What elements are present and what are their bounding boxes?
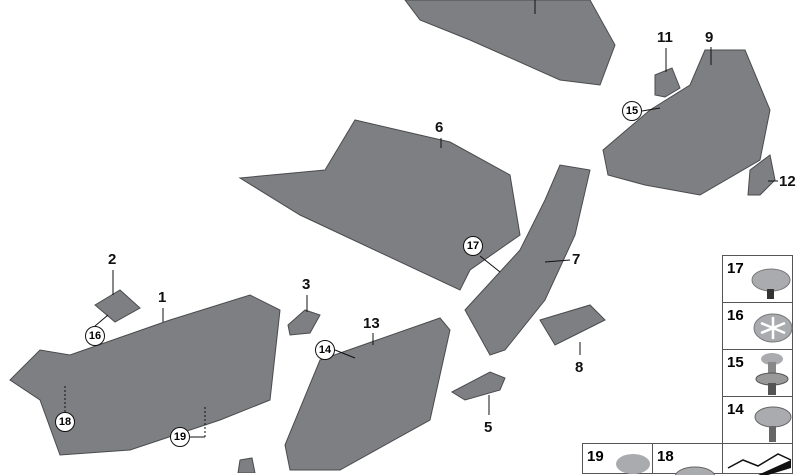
fastener-14[interactable]: 14	[722, 396, 793, 444]
part-5[interactable]	[450, 371, 506, 401]
label-8: 8	[575, 359, 584, 376]
label-5: 5	[484, 419, 493, 436]
label-6: 6	[435, 119, 444, 136]
speed-nut-icon	[753, 313, 793, 343]
fastener-15[interactable]: 15	[722, 349, 793, 397]
label-12: 12	[779, 173, 796, 190]
label-11: 11	[657, 29, 673, 46]
part-top-crossmember[interactable]	[404, 0, 616, 86]
label-2: 2	[108, 251, 117, 268]
part-3[interactable]	[287, 309, 321, 336]
flange-screw-icon	[754, 406, 792, 442]
callout-19: 19	[170, 427, 190, 447]
callout-17: 17	[463, 236, 483, 256]
part-2[interactable]	[94, 289, 141, 323]
push-rivet-cap-icon	[616, 454, 650, 474]
part-6-floor-insulation[interactable]	[238, 119, 521, 291]
foam-pad-icon	[727, 453, 792, 475]
part-13-door-insulation[interactable]	[284, 317, 451, 471]
part-7-tunnel-insulation[interactable]	[464, 164, 591, 356]
torx-nut-icon	[674, 466, 716, 475]
label-3: 3	[302, 276, 311, 293]
part-12[interactable]	[747, 154, 776, 196]
callout-16: 16	[85, 326, 105, 346]
label-7: 7	[572, 251, 581, 268]
fastener-17[interactable]: 17	[722, 255, 793, 303]
push-rivet-cap-icon	[751, 268, 791, 299]
part-1-floor-insulation[interactable]	[9, 294, 281, 456]
fastener-19[interactable]: 19	[582, 443, 653, 474]
fastener-18[interactable]: 18	[652, 443, 723, 475]
part-9-wheelarch-insulation[interactable]	[602, 49, 771, 196]
part-8[interactable]	[539, 304, 606, 346]
label-9: 9	[705, 29, 714, 46]
callout-18: 18	[55, 412, 75, 432]
part-11[interactable]	[654, 67, 681, 98]
part-fragment	[237, 457, 256, 473]
insulation-pad-symbol	[722, 443, 793, 475]
leader-lines	[64, 0, 778, 438]
callout-15: 15	[622, 101, 642, 121]
label-1: 1	[158, 289, 167, 306]
expanding-rivet-icon	[755, 353, 789, 395]
fastener-16[interactable]: 16	[722, 302, 793, 350]
callout-14: 14	[315, 340, 335, 360]
label-13: 13	[363, 315, 380, 332]
